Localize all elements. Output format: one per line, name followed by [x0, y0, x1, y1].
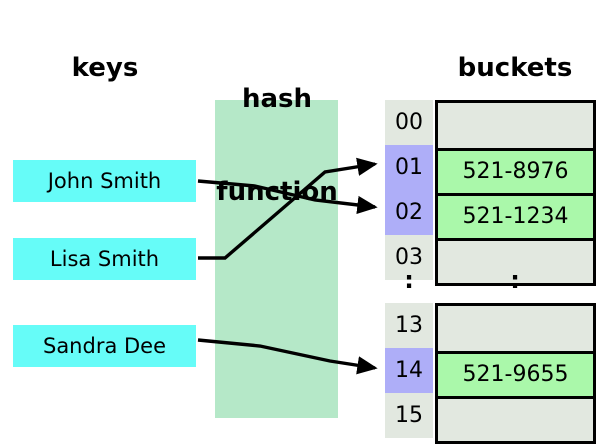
- bucket-group-top: 521-8976 521-1234: [435, 100, 596, 286]
- hash-function-heading: hash function: [200, 22, 354, 270]
- index-cell-00: 00: [385, 100, 433, 145]
- key-box-lisa-smith: Lisa Smith: [13, 238, 196, 280]
- index-cell-15: 15: [385, 393, 433, 438]
- key-box-john-smith: John Smith: [13, 160, 196, 202]
- hash-function-heading-line1: hash: [241, 84, 313, 114]
- index-cell-03: 03: [385, 235, 433, 280]
- index-cell-14: 14: [385, 348, 433, 393]
- bucket-cell-02: 521-1234: [438, 193, 593, 238]
- index-cell-02: 02: [385, 190, 433, 235]
- bucket-cell-15: [438, 396, 593, 441]
- index-cell-01: 01: [385, 145, 433, 190]
- bucket-group-bottom: 521-9655: [435, 303, 596, 444]
- keys-column-heading: keys: [71, 53, 139, 83]
- index-cell-13: 13: [385, 303, 433, 348]
- index-ellipsis: :: [404, 266, 414, 294]
- buckets-column-heading: buckets: [457, 53, 573, 83]
- bucket-cell-01: 521-8976: [438, 148, 593, 193]
- key-box-sandra-dee: Sandra Dee: [13, 325, 196, 367]
- hash-function-heading-line2: function: [216, 177, 338, 207]
- bucket-ellipsis: :: [510, 266, 520, 294]
- bucket-cell-14: 521-9655: [438, 351, 593, 396]
- bucket-cell-00: [438, 103, 593, 148]
- bucket-cell-03: [438, 238, 593, 283]
- bucket-cell-13: [438, 306, 593, 351]
